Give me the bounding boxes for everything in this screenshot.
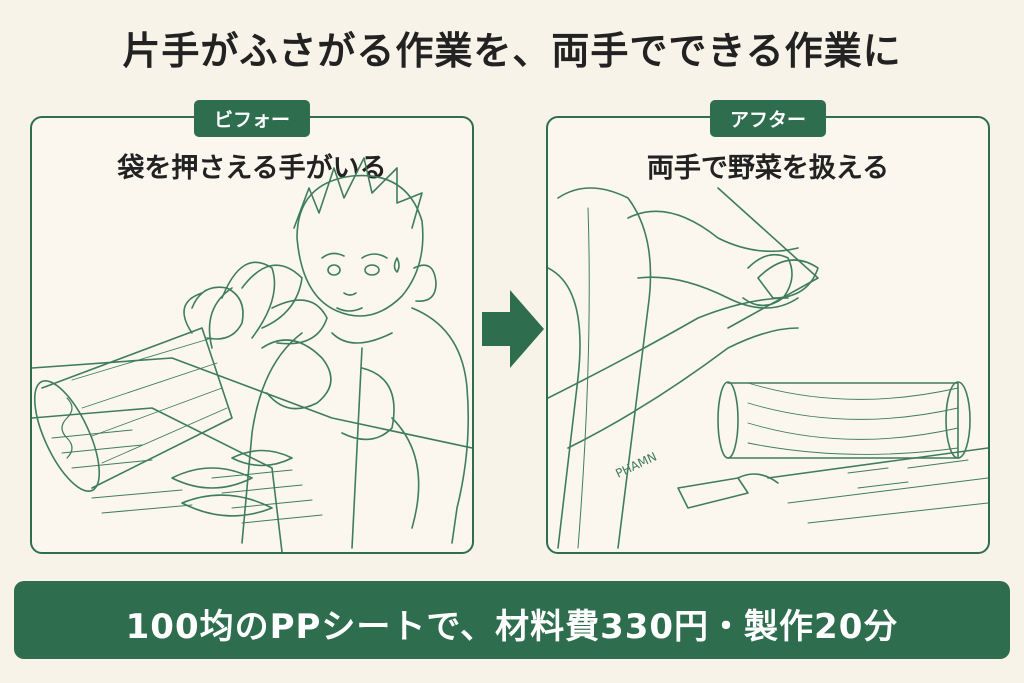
after-caption: 両手で野菜を扱える — [646, 153, 890, 184]
headline: 片手がふさがる作業を、両手でできる作業に — [122, 29, 902, 73]
before-caption: 袋を押さえる手がいる — [117, 153, 387, 184]
before-tag: ビフォー — [193, 100, 311, 137]
banner-text: 100均のPPシートで、材料費330円・製作20分 — [125, 607, 899, 647]
after-panel: アフター 両手で野菜を扱える — [546, 100, 990, 554]
after-illustration: PHAMN — [548, 187, 988, 549]
summary-banner: 100均のPPシートで、材料費330円・製作20分 — [14, 581, 1010, 659]
right-arrow-icon — [482, 290, 544, 368]
before-panel: ビフォー 袋を押さえる手がいる — [30, 100, 474, 554]
after-tag: アフター — [709, 100, 827, 137]
before-illustration — [32, 157, 472, 552]
sleeve-print: PHAMN — [613, 450, 659, 481]
